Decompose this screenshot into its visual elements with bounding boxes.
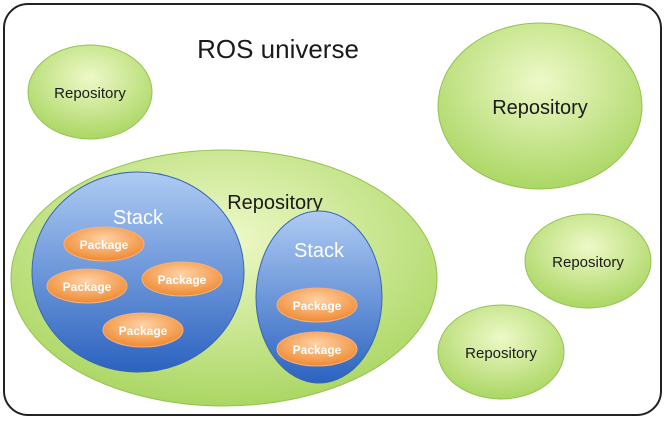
stack-label: Stack — [294, 240, 345, 262]
repository-bottom-right: Repository — [437, 304, 565, 400]
repository-top-right: Repository — [437, 22, 643, 190]
diagram-title: ROS universe — [197, 34, 359, 64]
stack-right: Stack Package Package — [255, 210, 383, 384]
stack-label: Stack — [113, 207, 164, 229]
package-label: Package — [293, 343, 342, 357]
stack-left: Stack Package Package Package Package — [31, 171, 245, 373]
package-label: Package — [158, 273, 207, 287]
repository-label: Repository — [492, 97, 588, 119]
package-label: Package — [293, 299, 342, 313]
package-5: Package — [276, 287, 358, 323]
package-1: Package — [63, 226, 145, 262]
package-4: Package — [102, 312, 184, 348]
package-label: Package — [80, 238, 129, 252]
package-2: Package — [46, 268, 128, 304]
package-label: Package — [63, 280, 112, 294]
repository-label: Repository — [465, 345, 537, 362]
repository-with-stacks: Repository Stack Package Package Package… — [10, 149, 438, 407]
repository-top-left: Repository — [27, 44, 153, 140]
package-label: Package — [119, 324, 168, 338]
repository-label: Repository — [54, 85, 126, 102]
repository-label: Repository — [227, 192, 323, 214]
package-6: Package — [276, 331, 358, 367]
repository-right-middle: Repository — [524, 213, 652, 309]
package-3: Package — [141, 261, 223, 297]
repository-label: Repository — [552, 254, 624, 271]
